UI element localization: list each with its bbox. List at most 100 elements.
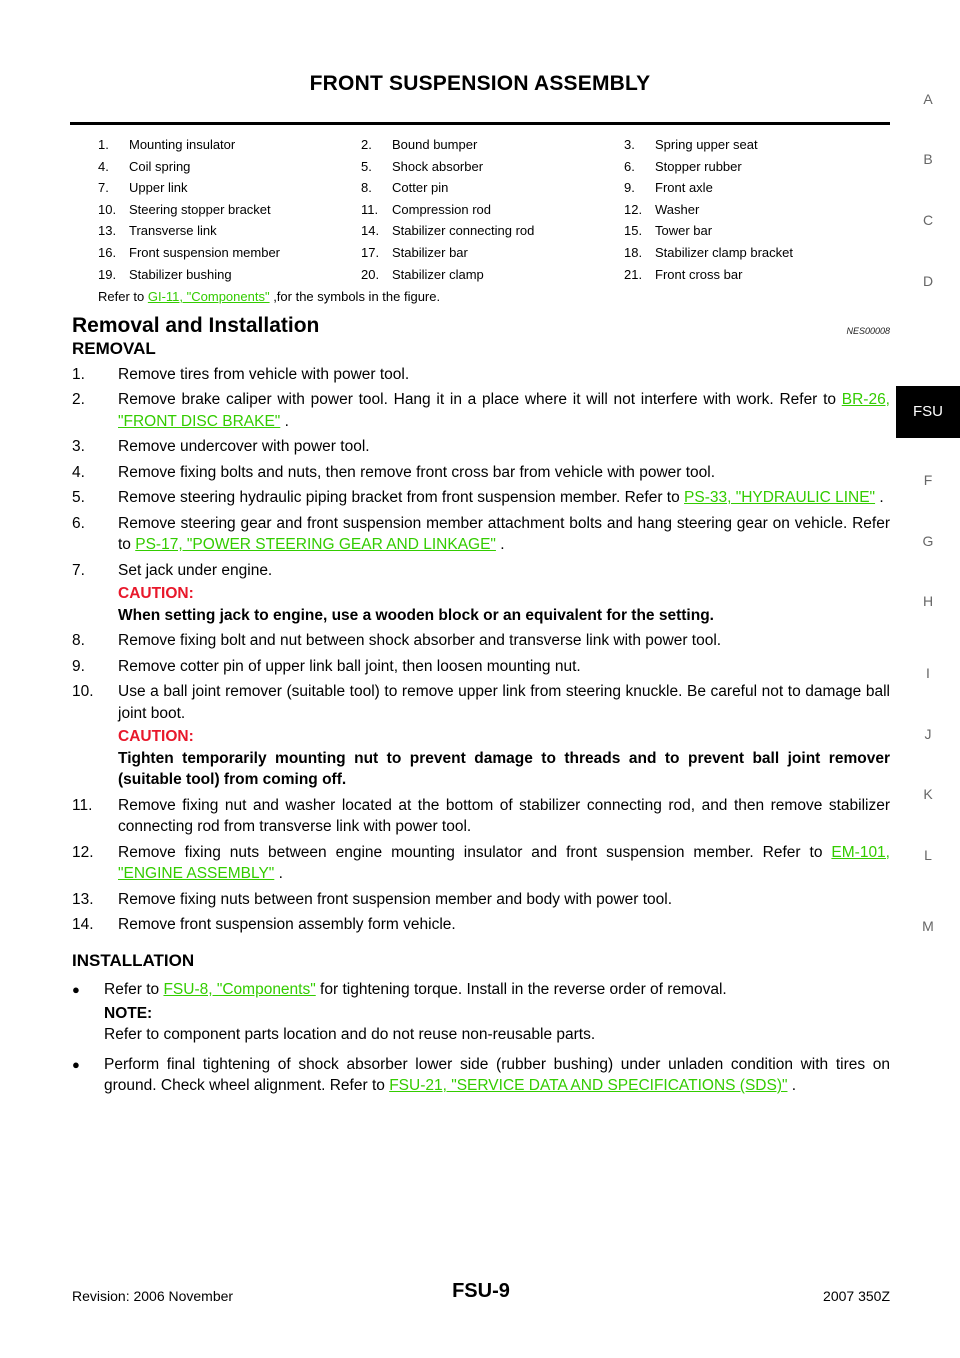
legend-cell: 3.Spring upper seat — [624, 137, 758, 152]
note-block: NOTE: Refer to component parts location … — [104, 1003, 890, 1046]
step-number: 9. — [72, 657, 85, 675]
side-index-m[interactable]: M — [922, 918, 934, 934]
legend-number: 12. — [624, 201, 643, 217]
step-number: 5. — [72, 489, 85, 506]
caution-block: CAUTION: Tighten temporarily mounting nu… — [118, 726, 890, 791]
legend-cell: 7. Upper link — [98, 180, 188, 195]
bullet-text: Refer to — [104, 981, 164, 998]
legend-label: Upper link — [129, 180, 188, 196]
step-number: 10. — [72, 683, 94, 700]
step-text: Remove fixing nuts between engine mounti… — [118, 843, 832, 861]
step-text: Remove steering gear and front suspensio… — [118, 514, 890, 554]
side-index-a[interactable]: A — [923, 91, 933, 107]
step-number: 2. — [72, 391, 85, 408]
title-rule — [70, 122, 890, 125]
legend-cell: 6. Stopper rubber — [624, 159, 742, 174]
section-code: NES00008 — [846, 326, 890, 336]
step-text: Remove tires from vehicle with power too… — [118, 365, 410, 383]
step-text: Remove fixing bolts and nuts, then remov… — [118, 463, 716, 481]
side-index-j[interactable]: J — [924, 726, 932, 742]
removal-step: 10.Use a ball joint remover (suitable to… — [72, 681, 890, 791]
caution-text: When setting jack to engine, use a woode… — [118, 606, 714, 624]
fsu-21-service-data-link[interactable]: FSU-21, "SERVICE DATA AND SPECIFICATIONS… — [389, 1077, 788, 1094]
bullet-icon: ● — [72, 1056, 80, 1072]
side-index-fsu-tab[interactable]: FSU — [896, 386, 960, 438]
legend-label: Tower bar — [655, 223, 713, 239]
removal-step: 5. Remove steering hydraulic piping brack… — [72, 487, 890, 509]
installation-bullet: ●Perform final tightening of shock absor… — [72, 1054, 890, 1097]
legend-number: 11. — [361, 201, 379, 217]
legend-number: 9. — [624, 180, 635, 196]
legend-row: 4.Coil spring 5.Shock absorber 6.Stopper… — [98, 159, 888, 181]
side-index-c[interactable]: C — [922, 212, 934, 228]
legend-cell: 1.Mounting insulator — [98, 137, 235, 152]
side-index-b[interactable]: B — [923, 151, 933, 167]
br-26-front-disc-brake-link[interactable]: BR-26, "FRONT DISC BRAKE" — [118, 391, 890, 430]
legend-cell: 18. Stabilizer clamp bracket — [624, 245, 793, 260]
side-index-d[interactable]: D — [922, 273, 934, 289]
step-period: . — [495, 536, 505, 553]
bullet-icon: ● — [72, 982, 80, 997]
removal-step: 8.Remove fixing bolt and nut between sho… — [72, 630, 890, 652]
step-period: . — [875, 489, 884, 506]
note-text: Refer to component parts location and do… — [104, 1026, 596, 1043]
bullet-period: . — [787, 1077, 797, 1094]
legend-number: 15. — [624, 223, 643, 239]
legend-row: 19.Stabilizer bushing 20.Stabilizer clam… — [98, 267, 888, 289]
step-text: Remove brake caliper with power tool. Ha… — [118, 391, 842, 408]
legend-label: Front suspension member — [129, 244, 281, 260]
step-number: 11. — [72, 796, 93, 814]
legend-cell: 17.Stabilizer bar — [361, 245, 468, 260]
legend-number: 1. — [98, 137, 109, 152]
legend-number: 5. — [361, 158, 372, 174]
legend-cell: 15. Tower bar — [624, 223, 712, 238]
legend-cell: 21.Front cross bar — [624, 267, 742, 282]
step-text: Remove fixing nut and washer located at … — [118, 796, 890, 836]
removal-step: 13. Remove fixing nuts between front susp… — [72, 889, 890, 911]
side-index-h[interactable]: H — [922, 593, 934, 609]
side-index-f[interactable]: F — [923, 472, 933, 488]
step-text: Remove steering hydraulic piping bracket… — [118, 489, 685, 506]
side-index-g[interactable]: G — [922, 533, 934, 549]
removal-step: 3.Remove undercover with power tool. — [72, 436, 890, 458]
legend-ref-prefix: Refer to — [98, 289, 148, 305]
legend-row: 1.Mounting insulator 2.Bound bumper 3.Sp… — [98, 137, 888, 159]
legend-number: 20. — [361, 266, 380, 282]
legend-number: 2. — [361, 137, 372, 152]
legend-label: Steering stopper bracket — [129, 201, 271, 217]
legend-number: 6. — [624, 158, 635, 174]
side-index-k[interactable]: K — [923, 786, 933, 802]
side-index-l[interactable]: L — [924, 847, 932, 863]
step-text: Remove fixing nuts between front suspens… — [118, 890, 672, 908]
legend-number: 7. — [98, 180, 109, 196]
spacer — [72, 940, 890, 950]
legend-label: Stopper rubber — [655, 158, 742, 174]
removal-step: 12.Remove fixing nuts between engine mou… — [72, 842, 890, 885]
legend-number: 16. — [98, 244, 117, 260]
side-index-i[interactable]: I — [926, 665, 930, 681]
legend-label: Transverse link — [129, 223, 217, 239]
step-number: 7. — [72, 561, 85, 579]
legend-label: Coil spring — [129, 158, 191, 174]
legend-cell: 11. Compression rod — [361, 202, 491, 217]
ps-17-power-steering-link[interactable]: PS-17, "POWER STEERING GEAR AND LINKAGE" — [135, 536, 496, 553]
legend-label: Washer — [655, 201, 700, 217]
step-period: . — [280, 412, 289, 430]
fsu-8-components-link[interactable]: FSU-8, "Components" — [163, 981, 316, 998]
legend-cell: 2.Bound bumper — [361, 137, 477, 152]
legend-ref-suffix: ,for the symbols in the figure. — [269, 289, 441, 305]
legend-label: Stabilizer clamp bracket — [655, 244, 793, 260]
legend-label: Compression rod — [392, 201, 491, 217]
em-101-engine-assembly-link[interactable]: EM-101, "ENGINE ASSEMBLY" — [118, 843, 890, 883]
bullet-text: for tightening torque. Install in the re… — [315, 981, 727, 998]
gi-11-components-link[interactable]: GI-11, "Components" — [147, 289, 270, 305]
legend-number: 19. — [98, 266, 117, 282]
legend-row: 13.Transverse link 14.Stabilizer connect… — [98, 223, 888, 245]
removal-step: 14.Remove front suspension assembly form… — [72, 914, 890, 936]
legend-label: Front cross bar — [655, 266, 743, 282]
ps-33-hydraulic-line-link[interactable]: PS-33, "HYDRAULIC LINE" — [684, 489, 876, 506]
step-number: 13. — [72, 890, 94, 908]
section-heading: Removal and Installation — [72, 314, 320, 337]
legend-cell: 10.Steering stopper bracket — [98, 202, 271, 217]
legend-number: 18. — [624, 244, 643, 260]
